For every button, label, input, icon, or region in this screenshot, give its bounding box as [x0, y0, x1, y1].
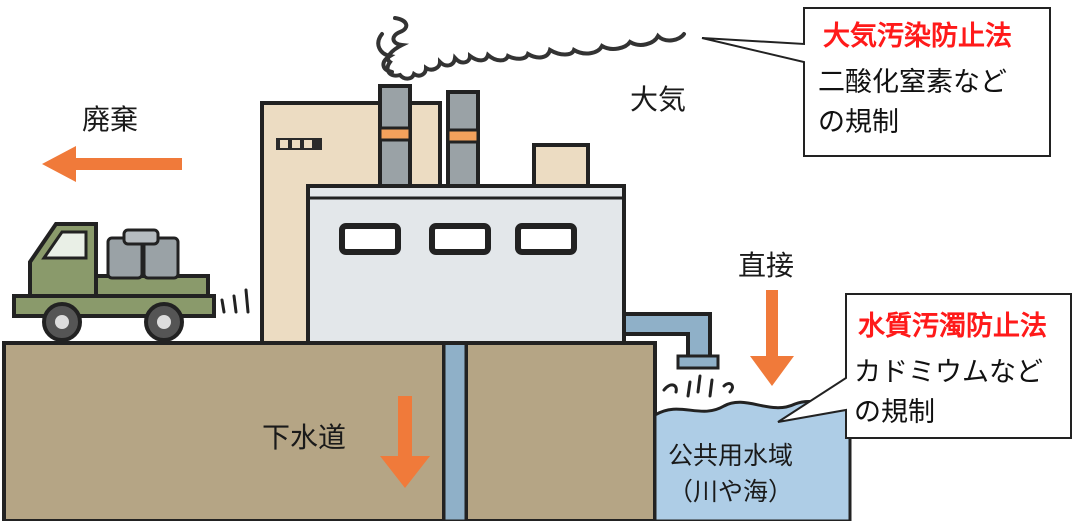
- splash: [662, 374, 734, 398]
- water-pollution-law-title: 水質汚濁防止法: [858, 311, 1047, 342]
- callout-water-box: [777, 293, 1072, 439]
- factory-windows: [339, 223, 577, 255]
- air-pollution-law-desc: 二酸化窒素など: [818, 67, 1007, 98]
- atmosphere-label: 大気: [630, 83, 687, 116]
- rooftop-box: [532, 143, 590, 189]
- disposal-arrow: [42, 146, 182, 182]
- back-building-windows: [276, 138, 322, 150]
- sewer-arrow: [380, 396, 430, 488]
- water-pollution-law-desc-2: の規制: [854, 397, 935, 428]
- air-pollution-law-desc-2: の規制: [818, 107, 899, 138]
- air-pollution-law-title: 大気汚染防止法: [823, 21, 1012, 52]
- callout-air-box: [701, 7, 1051, 157]
- ground-left: [2, 341, 446, 521]
- sewer-label: 下水道: [262, 421, 347, 454]
- disposal-label: 廃棄: [82, 103, 139, 136]
- chimney-left: [378, 84, 412, 192]
- truck: [12, 222, 250, 342]
- water-area-sub-label: （川や海）: [668, 477, 794, 506]
- direct-arrow: [750, 290, 794, 386]
- chimney-right: [446, 90, 480, 192]
- water-pollution-law-desc: カドミウムなど: [854, 357, 1043, 388]
- sewer-pipe: [442, 341, 468, 521]
- smoke: [376, 32, 396, 74]
- water-area-label: 公共用水域: [668, 441, 794, 470]
- ground-middle: [464, 341, 657, 521]
- direct-label: 直接: [738, 249, 795, 282]
- factory-main-building: [306, 184, 626, 345]
- smoke: [385, 16, 686, 81]
